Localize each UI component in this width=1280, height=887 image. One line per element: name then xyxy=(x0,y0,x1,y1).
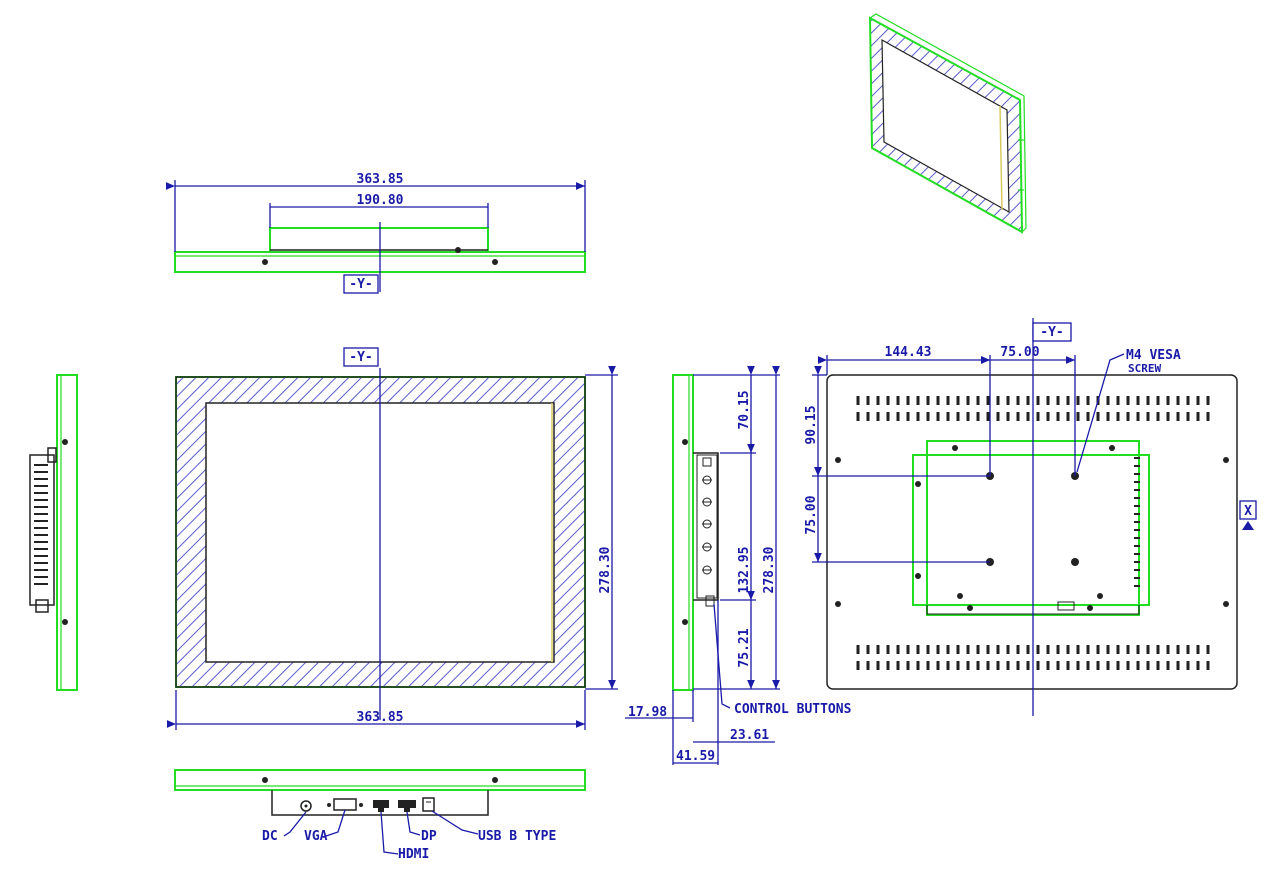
side-top-dim: 70.15 xyxy=(737,390,752,429)
bottom-vent-slots xyxy=(856,645,1210,670)
control-button-icons xyxy=(702,457,712,575)
port-label-vga: VGA xyxy=(304,829,328,844)
front-height-dim: 278.30 xyxy=(598,546,613,593)
front-view: -Y- 278.30 363.85 xyxy=(166,347,618,730)
port-label-hdmi: HDMI xyxy=(398,847,429,862)
port-label-usb-b: USB B TYPE xyxy=(478,829,556,844)
side-bottom-dim: 75.21 xyxy=(737,628,752,667)
front-axis-tag: -Y- xyxy=(349,350,372,365)
top-inner-width-dim: 190.80 xyxy=(357,193,404,208)
bottom-view: DC VGA HDMI DP USB B TYPE xyxy=(174,769,586,862)
top-view: 363.85 190.80 -Y- xyxy=(165,172,586,294)
side-buttons-dim: 132.95 xyxy=(737,547,752,594)
front-width-dim: 363.85 xyxy=(357,710,404,725)
vesa-label-line1: M4 VESA xyxy=(1126,348,1181,363)
right-side-view: 70.15 132.95 75.21 278.30 CONTROL BUTTON… xyxy=(625,365,852,765)
rear-vesa-y-dim: 75.00 xyxy=(804,495,819,534)
rear-offset-y-dim: 90.15 xyxy=(804,405,819,444)
side-depth-frame-dim: 17.98 xyxy=(628,705,667,720)
top-axis-tag: -Y- xyxy=(349,277,372,292)
side-depth-panel-dim: 23.61 xyxy=(730,728,769,743)
isometric-view xyxy=(868,13,1027,234)
vesa-label-line2: SCREW xyxy=(1128,362,1161,375)
top-vent-slots xyxy=(856,396,1210,421)
side-depth-total-dim: 41.59 xyxy=(676,749,715,764)
rear-view: -Y- X 144.43 75.00 90.15 75.00 M4 VESA S… xyxy=(804,318,1257,716)
port-label-dp: DP xyxy=(421,829,437,844)
left-side-view xyxy=(29,374,78,691)
rear-axis-x-tag: X xyxy=(1244,504,1252,519)
control-buttons-label: CONTROL BUTTONS xyxy=(734,702,852,717)
top-overall-width-dim: 363.85 xyxy=(357,172,404,187)
port-label-dc: DC xyxy=(262,829,278,844)
side-total-height-dim: 278.30 xyxy=(762,546,777,593)
rear-vesa-x-dim: 75.00 xyxy=(1000,345,1039,360)
port-icons xyxy=(300,797,435,812)
rear-offset-x-dim: 144.43 xyxy=(885,345,932,360)
rear-axis-y-tag: -Y- xyxy=(1040,325,1063,340)
